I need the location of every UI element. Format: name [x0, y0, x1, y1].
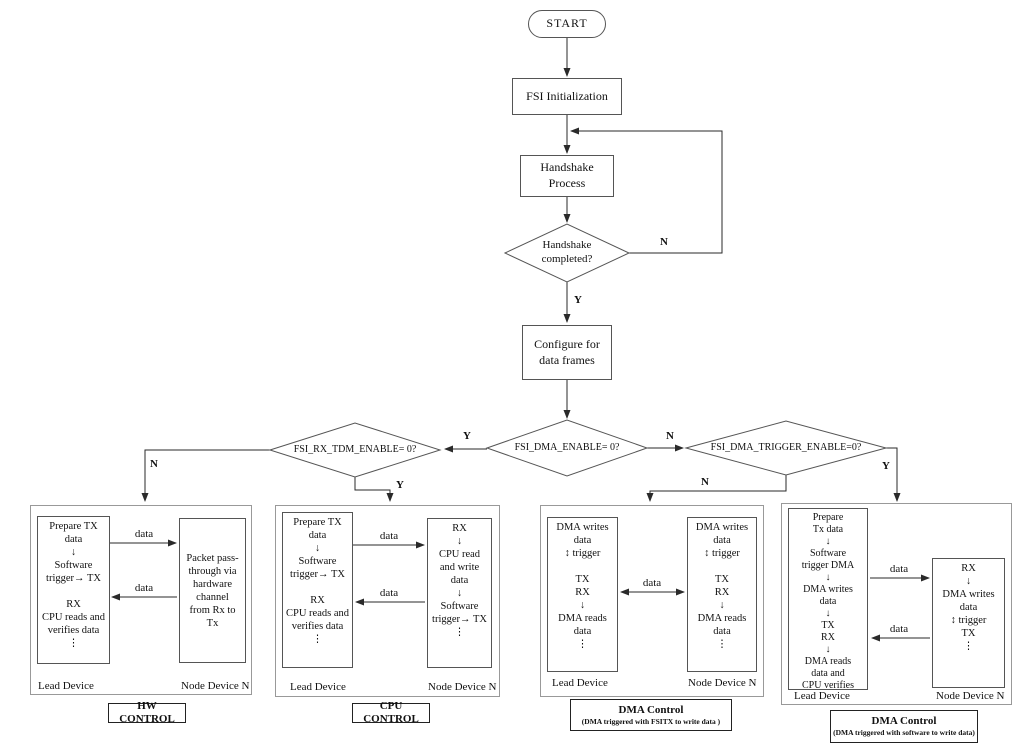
dma-software-data-label-bottom: data — [889, 623, 909, 635]
fsi-rx-tdm-enable-diamond-shape — [268, 422, 442, 478]
fsi-dma-trigger-enable-diamond-shape — [684, 420, 888, 476]
dma-fsitx-control-subtitle: (DMA triggered with FSITX to write data … — [581, 716, 721, 726]
dma-software-control-label: DMA Control (DMA triggered with software… — [830, 710, 978, 743]
dma-software-control-subtitle: (DMA triggered with software to write da… — [833, 728, 975, 738]
dma-software-lead-device-caption: Lead Device — [794, 690, 850, 702]
branch-label-handshake-no: N — [660, 236, 668, 248]
fsi-initialization-step: FSI Initialization — [512, 78, 622, 115]
hw-control-title: HW CONTROL — [119, 699, 175, 725]
branch-label-rxtdm-no: N — [150, 458, 158, 470]
hw-control-label: HW CONTROL — [108, 699, 186, 725]
hw-data-label-bottom: data — [134, 582, 154, 594]
hw-data-label-top: data — [134, 528, 154, 540]
dma-software-control-title: DMA Control — [871, 715, 937, 728]
edge-handshake-retry-loop — [570, 127, 723, 254]
cpu-data-label-bottom: data — [379, 587, 399, 599]
cpu-control-label: CPU CONTROL — [352, 699, 430, 725]
dma-fsitx-control-title: DMA Control — [618, 703, 684, 716]
branch-label-dma-no: N — [666, 430, 674, 442]
branch-label-handshake-yes: Y — [574, 294, 582, 306]
branch-label-rxtdm-yes: Y — [396, 479, 404, 491]
cpu-data-label-top: data — [379, 530, 399, 542]
configure-data-frames-step: Configure for data frames — [522, 325, 612, 380]
dma-fsitx-lead-device-caption: Lead Device — [552, 677, 608, 689]
cpu-node-device-caption: Node Device N — [428, 681, 497, 693]
dma-fsitx-data-label: data — [642, 577, 662, 589]
cpu-lead-device-caption: Lead Device — [290, 681, 346, 693]
fsi-rx-tdm-enable-decision: FSI_RX_TDM_ENABLE= 0? — [293, 443, 417, 455]
edge-dmatrig-yes-to-dma2 — [886, 447, 901, 502]
edge-rxtdm-yes-to-cpu — [354, 477, 394, 502]
branch-label-dmatrig-no: N — [701, 476, 709, 488]
edge-dmatrig-no-to-dma1 — [646, 475, 787, 502]
dma-fsitx-node-device-caption: Node Device N — [688, 677, 757, 689]
cpu-control-group — [275, 505, 500, 697]
start-terminator: START — [528, 10, 606, 38]
edge-rxtdm-no-to-hw — [141, 449, 270, 502]
hw-control-group — [30, 505, 252, 695]
fsi-dma-enable-diamond-shape — [485, 419, 649, 477]
dma-fsitx-control-label: DMA Control (DMA triggered with FSITX to… — [570, 699, 732, 731]
fsi-dma-enable-decision: FSI_DMA_ENABLE= 0? — [514, 441, 620, 453]
dma-fsitx-control-group — [540, 505, 764, 697]
handshake-completed-decision: Handshake completed? — [541, 239, 593, 265]
hw-node-device-caption: Node Device N — [181, 680, 250, 692]
cpu-control-title: CPU CONTROL — [363, 699, 419, 725]
branch-label-dma-yes: Y — [463, 430, 471, 442]
fsi-dma-trigger-enable-decision: FSI_DMA_TRIGGER_ENABLE=0? — [710, 441, 862, 453]
dma-software-data-label-top: data — [889, 563, 909, 575]
branch-label-dmatrig-yes: Y — [882, 460, 890, 472]
handshake-completed-diamond-shape — [503, 223, 631, 283]
hw-lead-device-caption: Lead Device — [38, 680, 94, 692]
dma-software-node-device-caption: Node Device N — [936, 690, 1005, 702]
dma-software-control-group — [781, 503, 1012, 705]
handshake-process-step: Handshake Process — [520, 155, 614, 197]
